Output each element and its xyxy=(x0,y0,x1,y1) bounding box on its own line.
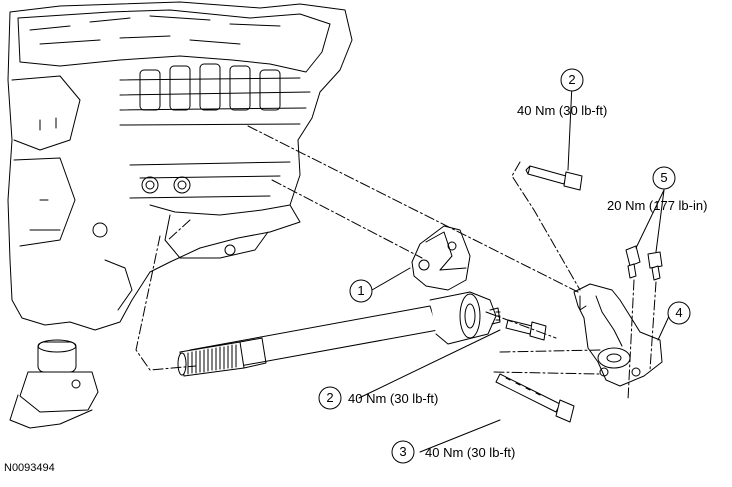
callout-4-number: 4 xyxy=(675,305,683,320)
figure-id: N0093494 xyxy=(4,462,55,474)
callout-5-torque: 20 Nm (177 lb-in) xyxy=(607,198,708,213)
callout-1-number: 1 xyxy=(357,283,365,298)
callout-2a-torque: 40 Nm (30 lb-ft) xyxy=(517,103,608,118)
bolts-5 xyxy=(625,245,663,281)
bolt-upper xyxy=(525,165,583,191)
callout-2a-circle xyxy=(560,68,584,92)
bolt-lower xyxy=(505,319,547,341)
callout-2b-number: 2 xyxy=(326,390,334,405)
engine-block xyxy=(7,1,353,429)
callout-5-circle xyxy=(652,166,676,190)
callout-1-circle xyxy=(349,279,373,303)
leader-lines xyxy=(358,83,671,453)
callout-2b-torque: 40 Nm (30 lb-ft) xyxy=(348,391,439,406)
callout-2b-circle xyxy=(318,386,342,410)
callout-5-number: 5 xyxy=(660,170,668,185)
bolt-long xyxy=(495,373,575,423)
callout-3-circle xyxy=(391,440,415,464)
callout-3-torque: 40 Nm (30 lb-ft) xyxy=(425,445,516,460)
bearing-support-bracket xyxy=(411,225,471,291)
bracket-4 xyxy=(573,283,663,387)
callout-4-circle xyxy=(667,301,691,325)
halfshaft xyxy=(177,291,501,377)
alignment-lines xyxy=(135,125,657,401)
callout-3-number: 3 xyxy=(399,444,407,459)
callout-2a-number: 2 xyxy=(568,72,576,87)
callout-circles xyxy=(318,68,691,464)
